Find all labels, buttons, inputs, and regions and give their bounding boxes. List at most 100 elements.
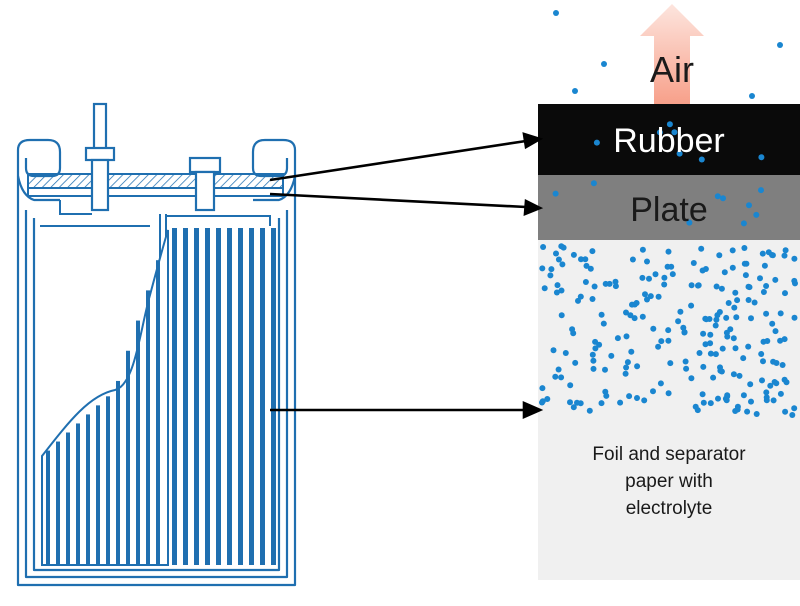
molecule-dot bbox=[791, 277, 798, 284]
molecule-dot bbox=[624, 359, 631, 366]
molecule-dot bbox=[791, 405, 798, 412]
molecule-dot bbox=[781, 336, 788, 343]
foil-layer-stripe bbox=[126, 350, 130, 565]
molecule-dot bbox=[732, 408, 739, 414]
molecule-dot bbox=[675, 318, 682, 325]
molecule-dot bbox=[751, 299, 758, 306]
winding-layer-stripe bbox=[260, 228, 265, 565]
molecule-dot bbox=[555, 256, 562, 263]
molecule-dot bbox=[729, 264, 736, 271]
molecule-dot bbox=[721, 269, 728, 276]
molecule-dot bbox=[582, 279, 589, 285]
molecule-dot bbox=[698, 156, 705, 163]
molecule-dot bbox=[720, 195, 726, 202]
molecule-dot bbox=[560, 244, 567, 251]
foil-layer-stripe bbox=[136, 320, 140, 565]
molecule-dot bbox=[757, 275, 763, 282]
molecule-dot bbox=[676, 150, 683, 157]
molecule-dot bbox=[656, 129, 663, 136]
molecule-dot bbox=[777, 310, 784, 317]
foil-layer-stripe bbox=[86, 414, 90, 565]
molecule-dot bbox=[650, 325, 657, 332]
molecule-dot bbox=[646, 275, 652, 282]
molecule-dot bbox=[592, 345, 599, 352]
molecule-dot bbox=[763, 389, 770, 396]
molecule-dot bbox=[789, 412, 796, 418]
molecule-dot bbox=[572, 359, 579, 366]
molecule-dot bbox=[642, 291, 648, 298]
molecule-dot bbox=[600, 320, 607, 327]
molecule-dot bbox=[730, 371, 737, 378]
molecule-dot bbox=[714, 193, 721, 200]
molecule-dot bbox=[748, 398, 754, 405]
foil-layer-stripe bbox=[116, 380, 120, 565]
capacitor-winding-layers bbox=[172, 228, 276, 565]
molecule-dot bbox=[717, 367, 724, 374]
molecule-dot bbox=[770, 358, 777, 365]
molecule-dot bbox=[541, 285, 548, 292]
molecule-dot bbox=[718, 285, 725, 292]
capacitor-can-outer bbox=[16, 150, 297, 587]
molecule-dot bbox=[634, 363, 641, 370]
molecule-dot bbox=[626, 393, 633, 400]
molecule-dot bbox=[629, 301, 635, 308]
molecule-dot bbox=[770, 397, 777, 404]
molecule-dot bbox=[562, 350, 569, 356]
arrow-head-foil bbox=[522, 401, 544, 419]
molecule-dot bbox=[715, 395, 721, 402]
molecule-dot bbox=[575, 297, 581, 304]
foil-layer-stripe bbox=[56, 441, 60, 565]
molecule-dot bbox=[719, 345, 726, 352]
air-arrow-icon bbox=[640, 4, 704, 104]
molecule-dot bbox=[707, 331, 714, 338]
molecule-dot bbox=[559, 261, 566, 268]
molecule-dot bbox=[736, 372, 743, 379]
molecule-dot bbox=[753, 211, 760, 218]
molecule-dot bbox=[686, 219, 693, 226]
molecule-dot bbox=[665, 390, 672, 397]
molecule-dot bbox=[748, 315, 754, 322]
arrow-head-plate bbox=[523, 198, 544, 216]
foil-layer-stripe bbox=[76, 423, 80, 565]
molecule-dot bbox=[593, 139, 600, 146]
molecule-dot bbox=[740, 355, 747, 362]
foil-layer-stripe bbox=[146, 290, 150, 565]
molecule-dot bbox=[760, 338, 767, 345]
molecule-dot bbox=[617, 399, 624, 406]
molecule-dot bbox=[758, 154, 765, 161]
molecule-dot bbox=[657, 380, 664, 387]
molecule-dot bbox=[781, 252, 788, 259]
molecule-dot bbox=[547, 272, 554, 279]
molecule-dot bbox=[582, 256, 589, 263]
molecule-dot bbox=[634, 395, 640, 401]
molecule-dot bbox=[553, 250, 559, 257]
molecule-dot bbox=[771, 379, 778, 385]
molecule-dot bbox=[539, 385, 546, 392]
molecule-dot bbox=[700, 363, 707, 370]
molecule-dot bbox=[655, 293, 662, 300]
molecule-dot bbox=[623, 333, 630, 340]
molecule-dot bbox=[567, 382, 574, 389]
molecule-dot bbox=[629, 256, 636, 263]
molecule-dot bbox=[761, 262, 768, 269]
molecule-dot bbox=[627, 312, 634, 319]
foil-label-line-3: electrolyte bbox=[626, 498, 713, 519]
foil-layer-stripe bbox=[96, 405, 100, 565]
molecule-dot bbox=[578, 256, 584, 263]
molecule-dot bbox=[779, 362, 786, 368]
molecule-dot bbox=[777, 390, 784, 397]
molecule-dot bbox=[589, 248, 596, 255]
molecule-dot bbox=[639, 313, 646, 320]
molecule-dot bbox=[655, 343, 662, 350]
molecule-dot bbox=[661, 274, 668, 281]
molecule-dot bbox=[591, 283, 598, 290]
molecule-dot bbox=[552, 190, 559, 197]
molecule-dot bbox=[698, 245, 705, 252]
molecule-dot bbox=[688, 282, 695, 289]
capacitor-foil-layers bbox=[46, 260, 160, 565]
molecule-dot bbox=[777, 42, 783, 48]
molecule-dot bbox=[741, 245, 748, 251]
molecule-dot bbox=[598, 400, 605, 407]
molecule-dot bbox=[596, 341, 603, 348]
molecule-dot bbox=[740, 220, 747, 227]
